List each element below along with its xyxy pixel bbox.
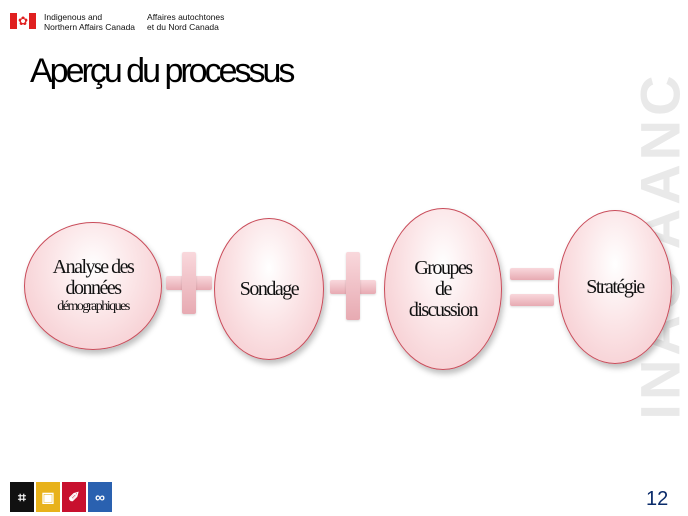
infinity-icon: ∞ [88, 482, 112, 512]
org-name-en: Indigenous and Northern Affairs Canada [44, 12, 135, 32]
step-groupes-line1: Groupes [414, 256, 473, 279]
plus-icon [330, 252, 376, 322]
plus-icon [166, 252, 212, 316]
header: ✿ Indigenous and Northern Affairs Canada… [10, 12, 236, 32]
page-number: 12 [646, 488, 669, 510]
org-fr-line1: Affaires autochtones [147, 12, 225, 22]
org-fr-line2: et du Nord Canada [147, 22, 219, 32]
process-step-strategie: Stratégie [558, 210, 672, 364]
org-en-line1: Indigenous and [44, 12, 103, 22]
org-name-fr: Affaires autochtones et du Nord Canada [147, 12, 224, 32]
step-sondage-line1: Sondage [239, 277, 300, 300]
feather-icon: ✐ [62, 482, 86, 512]
step-analyse-line1: Analyse des [52, 256, 135, 278]
process-step-groupes: Groupes de discussion [384, 208, 502, 370]
step-analyse-line2: données [65, 277, 122, 299]
slide-title: Aperçu du processus [30, 52, 295, 90]
step-strategie-line1: Stratégie [586, 275, 645, 298]
process-step-sondage: Sondage [214, 218, 324, 360]
step-analyse-line3: démographiques [57, 299, 130, 314]
process-step-analyse: Analyse des données démographiques [24, 222, 162, 350]
org-en-line2: Northern Affairs Canada [44, 22, 136, 32]
step-groupes-line2: de [435, 277, 452, 300]
step-groupes-line3: discussion [408, 298, 479, 321]
inuit-compass-icon: ⌗ [10, 482, 34, 512]
equals-icon [510, 268, 554, 310]
inukshuk-icon: ▣ [36, 482, 60, 512]
bottom-icon-strip: ⌗ ▣ ✐ ∞ [10, 482, 112, 512]
canada-flag-icon: ✿ [10, 13, 36, 29]
